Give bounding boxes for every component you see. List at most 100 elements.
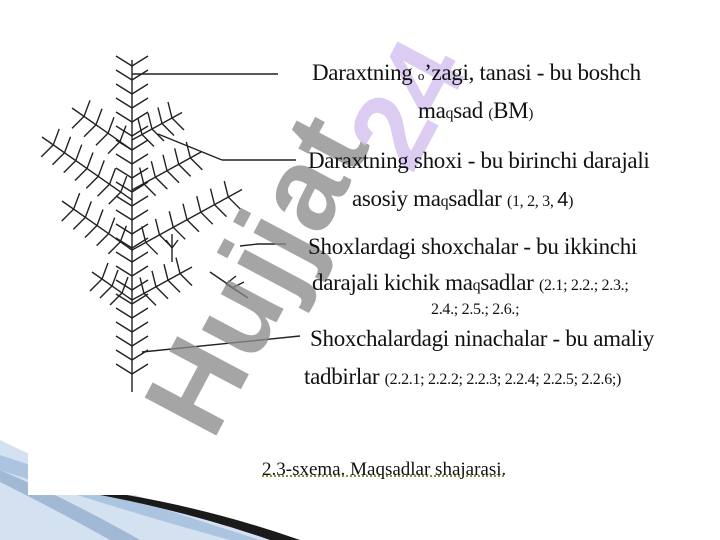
- twig-needle: [119, 125, 127, 142]
- branch-description-line1: Daraxtning shoxi - bu birinchi darajali: [308, 148, 650, 173]
- twig-needle: [167, 101, 173, 119]
- trunk-needle: [131, 265, 149, 277]
- twig-needle: [175, 257, 181, 274]
- twig-needle: [137, 118, 143, 135]
- twig-needle: [99, 285, 113, 299]
- leader-line-twig: [239, 243, 259, 247]
- twig-needle: [155, 286, 169, 300]
- twig-needle: [75, 144, 83, 161]
- twig-needle: [111, 269, 119, 287]
- twig-needle: [97, 160, 105, 177]
- twig-description-line2: darajali kichik maqsadlar (2.1; 2.2.; 2.…: [312, 270, 629, 295]
- twig-needle: [138, 167, 145, 184]
- twig-needle: [189, 157, 203, 171]
- trunk-description-line2: maqsad (BM): [418, 98, 534, 123]
- twig-needle: [85, 175, 99, 189]
- twig-needle: [196, 196, 202, 213]
- trunk-needle: [115, 153, 133, 165]
- twig-needle: [223, 180, 229, 198]
- diagram-panel: [28, 30, 692, 495]
- twig-needle: [166, 170, 180, 184]
- twig-needle: [63, 160, 77, 174]
- trunk-needle: [131, 363, 149, 375]
- twig-needle: [141, 226, 147, 243]
- trunk-needle: [115, 181, 133, 193]
- trunk-needle: [131, 83, 149, 95]
- tree-branch: [131, 101, 243, 306]
- trunk-needle: [115, 69, 133, 81]
- twig-needle: [84, 225, 98, 238]
- trunk-needle: [115, 55, 133, 67]
- twig-needle: [227, 196, 241, 210]
- trunk-needle: [115, 209, 133, 221]
- twig-needle: [107, 241, 121, 255]
- twig-description-line1: Shoxlardagi shoxchalar - bu ikkinchi: [308, 234, 638, 259]
- branch-line: [131, 111, 183, 141]
- trunk-needle: [115, 195, 133, 207]
- corner-swoosh-dark: [95, 490, 300, 540]
- twig-needle: [143, 292, 157, 306]
- twig-needle: [71, 115, 85, 129]
- trunk-needle: [131, 181, 149, 193]
- twig-needle: [109, 292, 123, 306]
- twig-needle: [108, 168, 117, 185]
- twig-needle: [86, 152, 94, 169]
- twig-needle: [154, 176, 168, 190]
- twig-needle: [154, 218, 161, 236]
- twig-needle: [119, 225, 127, 243]
- twig-needle: [186, 219, 200, 233]
- trunk-needle: [131, 279, 149, 291]
- branch-line: [131, 266, 193, 301]
- trunk-needle: [131, 321, 149, 333]
- twig-needle: [147, 112, 153, 130]
- twig-needle: [168, 211, 174, 228]
- trunk-needle: [115, 97, 133, 109]
- twig-description-line3: 2.4.; 2.5.; 2.6.;: [431, 301, 520, 318]
- trunk-needle: [131, 167, 149, 179]
- needle-description-line2: tadbirlar (2.2.1; 2.2.2; 2.2.3; 2.2.4; 2…: [304, 364, 622, 389]
- twig-needle: [167, 279, 181, 293]
- twig-needle: [61, 208, 75, 222]
- tree-branch: [40, 100, 133, 306]
- twig-needle: [74, 168, 88, 181]
- trunk-needle: [115, 237, 133, 249]
- twig-needle: [95, 132, 109, 146]
- trunk-needle: [115, 251, 133, 263]
- trunk-needle: [131, 223, 149, 235]
- twig-needle: [83, 124, 97, 138]
- twig-needle: [173, 148, 180, 165]
- twig-needle: [52, 128, 60, 146]
- twig-needle: [52, 152, 65, 166]
- twig-needle: [89, 278, 103, 292]
- twig-needle: [96, 209, 104, 226]
- twig-needle: [182, 203, 188, 220]
- twig-needle: [101, 262, 109, 280]
- arrow-marks: [165, 234, 249, 299]
- twig-needle: [209, 188, 216, 205]
- diagram-caption: 2.3-sxema. Maqsadlar shajarasi.: [262, 459, 507, 480]
- needle-description-line1: Shoxchalardagi ninachalar - bu amaliy: [310, 326, 654, 351]
- twig-needle: [157, 107, 163, 124]
- trunk-needle: [115, 279, 133, 291]
- twig-needle: [72, 216, 86, 230]
- twig-needle: [108, 217, 116, 234]
- trunk-needle: [115, 111, 133, 123]
- trunk-needle: [115, 223, 133, 235]
- twig-needle: [108, 191, 122, 205]
- twig-needle: [95, 108, 103, 126]
- trunk-needle: [131, 209, 149, 221]
- twig-needle: [40, 144, 54, 158]
- twig-needle: [143, 183, 157, 197]
- leader-line-branch: [157, 133, 223, 161]
- trunk-needle: [131, 195, 149, 207]
- trunk-needle: [131, 125, 149, 137]
- trunk-description-line1: Daraxtning o’zagi, tanasi - bu boshch: [312, 60, 641, 85]
- twig-needle: [172, 226, 186, 240]
- twig-needle: [179, 273, 193, 287]
- twig-needle: [96, 233, 110, 247]
- twig-needle: [139, 277, 145, 294]
- twig-needle: [73, 192, 81, 210]
- twig-needle: [107, 116, 115, 134]
